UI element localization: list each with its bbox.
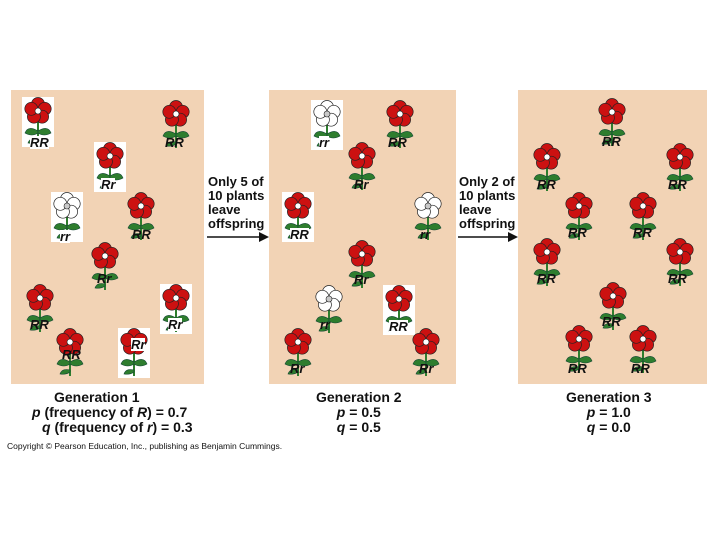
plant-gen1-2	[160, 100, 192, 150]
genotype-label: RR	[602, 314, 621, 329]
red-flower-icon	[666, 238, 694, 286]
genotype-label: rr	[60, 229, 71, 244]
plant-gen3-7	[664, 238, 696, 288]
red-flower-icon	[56, 328, 84, 376]
red-flower-icon	[386, 100, 414, 148]
genotype-label: Rr	[354, 177, 369, 192]
generation-2-caption: Generation 2 p = 0.5 q = 0.5	[316, 390, 402, 435]
genotype-label: RR	[568, 361, 587, 376]
genotype-label: RR	[132, 227, 151, 242]
plant-gen1-9	[54, 328, 86, 378]
copyright-notice: Copyright © Pearson Education, Inc., pub…	[7, 441, 283, 451]
red-flower-icon	[91, 242, 119, 290]
arrow-2	[458, 232, 518, 242]
red-flower-icon	[629, 192, 657, 240]
genotype-label: Rr	[131, 337, 146, 352]
genotype-label: RR	[568, 225, 587, 240]
arrow-2-text: Only 2 of 10 plants leave offspring	[458, 174, 517, 231]
red-flower-icon	[565, 325, 593, 373]
red-flower-icon	[565, 192, 593, 240]
genotype-label: Rr	[101, 177, 116, 192]
red-flower-icon	[533, 143, 561, 191]
generation-title: Generation 2	[316, 389, 402, 405]
genotype-label: RR	[30, 317, 49, 332]
red-flower-icon	[284, 328, 312, 376]
white-flower-icon	[53, 192, 81, 240]
generation-title: Generation 1	[54, 389, 140, 405]
p-frequency-line: p (frequency of R) = 0.7	[32, 404, 188, 420]
genotype-label: Rr	[419, 361, 434, 376]
red-flower-icon	[348, 142, 376, 190]
red-flower-icon	[533, 238, 561, 286]
plant-gen2-6	[346, 240, 378, 290]
white-flower-icon	[414, 192, 442, 240]
genotype-label: RR	[389, 319, 408, 334]
red-flower-icon	[599, 282, 627, 330]
generation-3-caption: Generation 3 p = 1.0 q = 0.0	[566, 390, 652, 435]
genotype-label: RR	[62, 347, 81, 362]
plant-gen3-10	[627, 325, 659, 375]
plant-gen2-9	[282, 328, 314, 378]
genotype-label: Rr	[168, 317, 183, 332]
plant-gen2-10	[410, 328, 442, 378]
genotype-label: RR	[165, 135, 184, 150]
plant-gen3-4	[563, 192, 595, 242]
genotype-label: RR	[602, 134, 621, 149]
genotype-label: RR	[388, 135, 407, 150]
p-frequency-line: p = 1.0	[586, 404, 631, 420]
arrow-1	[207, 232, 269, 242]
plant-gen3-6	[531, 238, 563, 288]
plant-gen3-1	[596, 98, 628, 148]
plant-gen2-7	[313, 285, 345, 335]
genotype-label: RR	[30, 135, 49, 150]
white-flower-icon	[315, 285, 343, 333]
genotype-label: rr	[319, 135, 330, 150]
plant-gen3-2	[531, 143, 563, 193]
red-flower-icon	[412, 328, 440, 376]
plant-gen1-10	[118, 328, 150, 378]
red-flower-icon	[598, 98, 626, 146]
red-flower-icon	[162, 100, 190, 148]
red-flower-icon	[127, 192, 155, 240]
plant-gen3-8	[597, 282, 629, 332]
plant-gen3-5	[627, 192, 659, 242]
p-frequency-line: p = 0.5	[336, 404, 381, 420]
genotype-label: RR	[668, 271, 687, 286]
plant-gen2-3	[346, 142, 378, 192]
genotype-label: RR	[633, 225, 652, 240]
genotype-label: Rr	[97, 271, 112, 286]
genotype-label: Rr	[290, 361, 305, 376]
genotype-label: RR	[537, 177, 556, 192]
q-frequency-line: q (frequency of r) = 0.3	[42, 419, 193, 435]
genotype-label: rr	[420, 227, 431, 242]
generation-title: Generation 3	[566, 389, 652, 405]
plant-gen1-6	[89, 242, 121, 292]
red-flower-icon	[26, 284, 54, 332]
plant-gen1-7	[24, 284, 56, 334]
plant-gen2-5	[412, 192, 444, 242]
red-flower-icon	[629, 325, 657, 373]
plant-gen1-8	[160, 284, 192, 334]
generation-1-caption: Generation 1 p (frequency of R) = 0.7 q …	[32, 390, 193, 435]
red-flower-icon	[348, 240, 376, 288]
genotype-label: Rr	[354, 272, 369, 287]
plant-gen2-2	[384, 100, 416, 150]
genotype-label: RR	[290, 227, 309, 242]
arrow-1-text: Only 5 of 10 plants leave offspring	[207, 174, 266, 231]
plant-gen3-3	[664, 143, 696, 193]
genotype-label: RR	[631, 361, 650, 376]
q-frequency-line: q = 0.5	[336, 419, 381, 435]
plant-gen1-5	[125, 192, 157, 242]
genotype-label: rr	[320, 317, 331, 332]
plant-gen3-9	[563, 325, 595, 375]
q-frequency-line: q = 0.0	[586, 419, 631, 435]
genotype-label: RR	[668, 177, 687, 192]
genotype-label: RR	[537, 271, 556, 286]
red-flower-icon	[120, 328, 148, 376]
red-flower-icon	[666, 143, 694, 191]
